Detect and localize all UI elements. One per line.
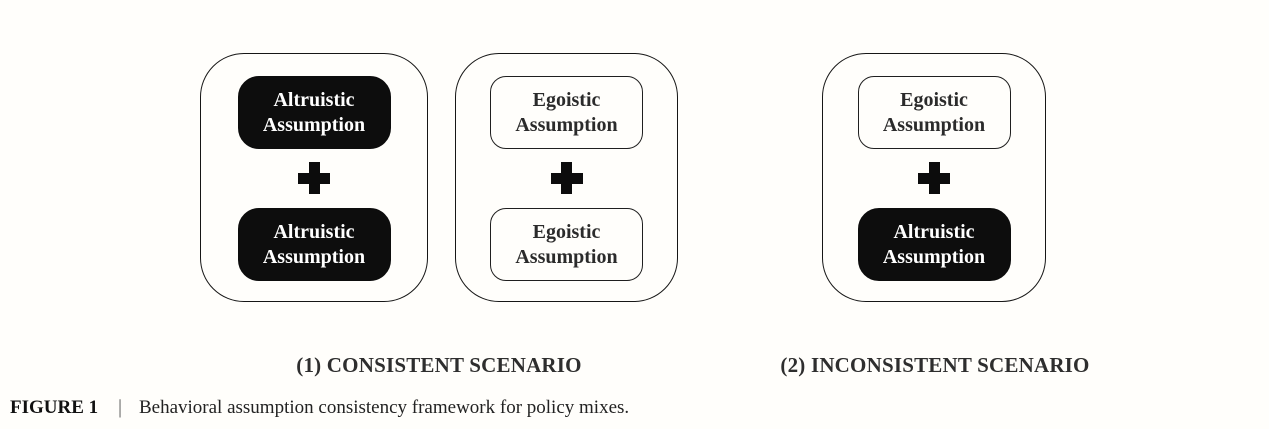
- assumption-box-altruistic: Altruistic Assumption: [237, 208, 391, 281]
- assumption-box-egoistic: Egoistic Assumption: [857, 76, 1011, 149]
- assumption-box-altruistic: Altruistic Assumption: [237, 76, 391, 149]
- panel-egoistic-egoistic: Egoistic Assumption Egoistic Assumption: [455, 53, 678, 302]
- label-consistent-scenario: (1) CONSISTENT SCENARIO: [296, 353, 582, 377]
- plus-icon: [550, 162, 583, 194]
- plus-icon-bar: [561, 162, 572, 194]
- assumption-box-egoistic: Egoistic Assumption: [490, 76, 643, 149]
- figure-caption-text: Behavioral assumption consistency framew…: [138, 397, 630, 418]
- figure-caption: FIGURE 1 | Behavioral assumption consisten…: [10, 396, 629, 420]
- caption-separator: |: [118, 396, 122, 419]
- plus-icon-bar: [928, 162, 940, 194]
- plus-icon-bar: [308, 162, 320, 194]
- panel-egoistic-altruistic: Egoistic Assumption Altruistic Assumptio…: [822, 53, 1046, 302]
- assumption-box-altruistic: Altruistic Assumption: [857, 208, 1011, 281]
- plus-icon: [298, 162, 330, 194]
- figure-caption-number: FIGURE 1: [10, 397, 99, 418]
- plus-icon: [918, 162, 950, 194]
- assumption-box-egoistic: Egoistic Assumption: [490, 208, 643, 281]
- label-inconsistent-scenario: (2) INCONSISTENT SCENARIO: [780, 353, 1090, 377]
- panel-altruistic-altruistic: Altruistic Assumption Altruistic Assumpt…: [200, 53, 428, 302]
